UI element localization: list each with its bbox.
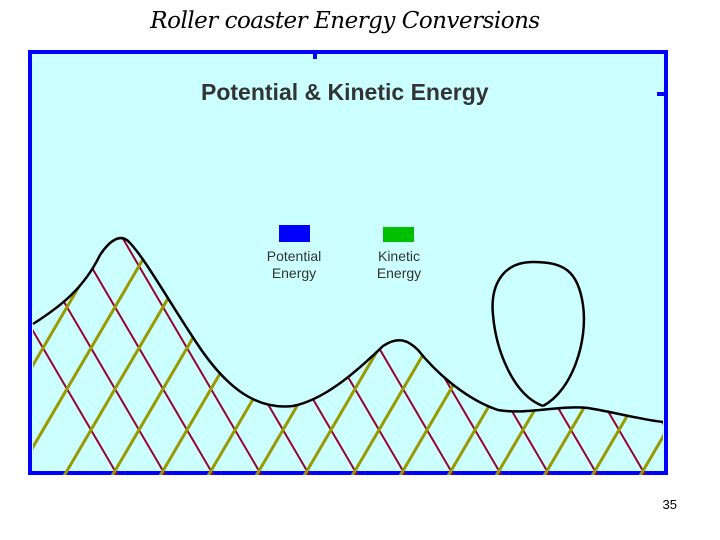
kinetic-hatch-line bbox=[590, 238, 663, 475]
diagram-background bbox=[28, 50, 668, 475]
roller-coaster-diagram: Potential & Kinetic Energy Potential Ene… bbox=[28, 50, 668, 475]
border-tick-top bbox=[313, 52, 317, 59]
kinetic-legend-label-line1: Kinetic bbox=[378, 248, 420, 264]
diagram-heading: Potential & Kinetic Energy bbox=[201, 79, 489, 105]
border-tick-right bbox=[657, 92, 664, 96]
slide-title: Roller coaster Energy Conversions bbox=[150, 8, 540, 34]
potential-legend-label-line1: Potential bbox=[267, 248, 321, 264]
kinetic-legend-swatch bbox=[383, 227, 414, 242]
potential-legend-label-line2: Energy bbox=[272, 265, 316, 281]
page-number: 35 bbox=[662, 497, 677, 512]
coaster-loop bbox=[491, 260, 586, 408]
potential-legend-swatch bbox=[279, 225, 310, 242]
coaster-track bbox=[32, 236, 664, 424]
energy-diagram: Potential & Kinetic Energy Potential Ene… bbox=[28, 50, 670, 476]
kinetic-hatch-line bbox=[33, 238, 168, 475]
kinetic-legend-label-line2: Energy bbox=[377, 265, 421, 281]
